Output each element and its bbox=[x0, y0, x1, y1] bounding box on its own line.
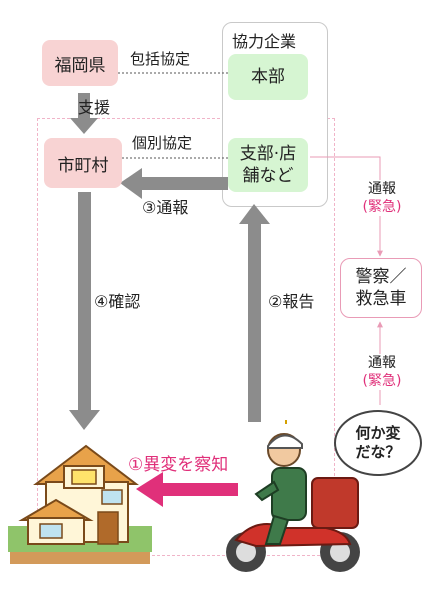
municipality-box: 市町村 bbox=[44, 138, 122, 188]
house-illustration bbox=[8, 444, 152, 564]
honbu-label: 本部 bbox=[251, 67, 285, 87]
individual-agreement-label: 個別協定 bbox=[132, 134, 193, 152]
step4-label: ④確認 bbox=[94, 292, 141, 311]
bubble-line1: 何か変 bbox=[355, 424, 401, 442]
step1-arrow-shaft bbox=[160, 483, 238, 496]
support-arrow-head bbox=[70, 118, 98, 134]
step4-arrow-shaft bbox=[78, 192, 91, 414]
branch-label-line1: 支部·店 bbox=[239, 144, 297, 164]
police-line2: 救急車 bbox=[355, 289, 407, 309]
step3-arrow-head bbox=[120, 168, 142, 199]
step1-arrow-head bbox=[136, 472, 163, 507]
fukuoka-label: 福岡県 bbox=[54, 55, 106, 76]
step3-arrow-shaft bbox=[140, 177, 228, 190]
step2-label: ②報告 bbox=[268, 292, 315, 311]
support-arrow-shaft bbox=[78, 93, 90, 119]
police-ambulance-box: 警察／ 救急車 bbox=[340, 258, 422, 318]
report-top-line1: 通報 bbox=[368, 181, 396, 197]
municipality-area bbox=[37, 118, 335, 556]
support-label: 支援 bbox=[78, 98, 111, 117]
bubble-line2: だな？ bbox=[355, 443, 401, 461]
partner-companies-title: 協力企業 bbox=[232, 32, 297, 51]
report-top-line2: (緊急) bbox=[362, 199, 402, 215]
report-bottom-line2: (緊急) bbox=[362, 373, 402, 389]
branch-label-line2: 舗など bbox=[242, 166, 294, 186]
report-top-line bbox=[310, 156, 383, 257]
branch-stores-box: 支部·店 舗など bbox=[228, 138, 308, 192]
fukuoka-prefecture-box: 福岡県 bbox=[42, 40, 118, 86]
report-bottom-label: 通報 (緊急) bbox=[352, 354, 412, 390]
police-line1: 警察／ bbox=[355, 267, 407, 287]
report-top-label: 通報 (緊急) bbox=[352, 180, 412, 216]
report-bottom-line1: 通報 bbox=[368, 355, 396, 371]
step4-arrow-head bbox=[69, 410, 100, 430]
motorbike-rider-illustration bbox=[226, 420, 360, 572]
municipality-label: 市町村 bbox=[57, 155, 109, 176]
step2-arrow-shaft bbox=[248, 222, 261, 422]
step1-label: ①異変を察知 bbox=[128, 455, 229, 475]
comprehensive-agreement-label: 包括協定 bbox=[130, 50, 191, 68]
step2-arrow-head bbox=[239, 204, 270, 224]
speech-bubble: 何か変 だな？ bbox=[334, 410, 422, 476]
honbu-box: 本部 bbox=[228, 54, 308, 100]
step3-label: ③通報 bbox=[142, 198, 189, 217]
